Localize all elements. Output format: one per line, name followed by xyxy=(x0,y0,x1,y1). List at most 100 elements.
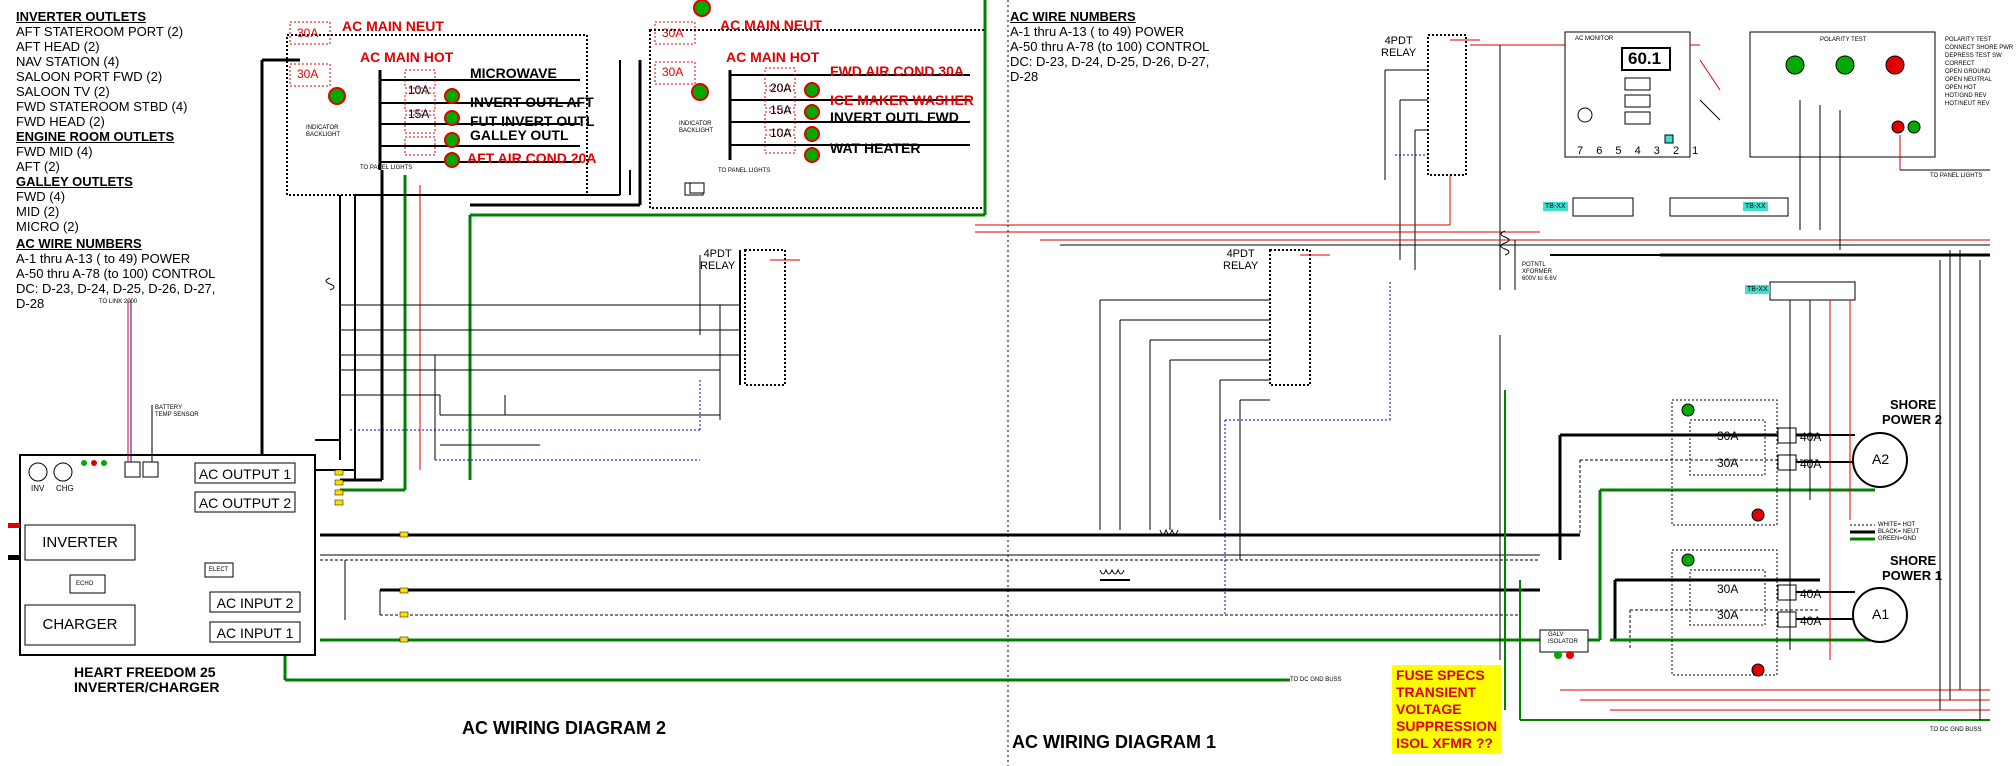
left-legend: INVERTER OUTLETS AFT STATEROOM PORT (2) … xyxy=(16,9,215,311)
list-item: MID (2) xyxy=(16,204,60,219)
panel2-breaker-neut: 30A xyxy=(297,26,319,40)
list-item: FWD HEAD (2) xyxy=(16,114,105,129)
terminal-number: 1 xyxy=(1692,145,1704,157)
breaker-30a: 30A xyxy=(1717,582,1739,596)
panel2-main-hot: AC MAIN HOT xyxy=(360,49,454,65)
breaker-30a: 30A xyxy=(1717,608,1739,622)
breaker-40a: 40A xyxy=(1800,430,1822,444)
list-item: D-28 xyxy=(16,296,45,311)
panel1-breaker-neut: 30A xyxy=(662,26,684,40)
note-line: VOLTAGE xyxy=(1396,701,1462,717)
fuse-specs-note: FUSE SPECS TRANSIENT VOLTAGE SUPPRESSION… xyxy=(1392,665,1502,754)
galv-isolator-label: GALV ISOLATOR xyxy=(1548,632,1578,645)
polarity-legend: POLARITY TEST CONNECT SHORE PWR DEPRESS … xyxy=(1945,36,2013,108)
panel2-panel-lights: TO PANEL LIGHTS xyxy=(360,165,413,171)
panel2-load-label: AFT AIR COND 20A xyxy=(467,150,597,166)
terminal-number: 3 xyxy=(1653,145,1665,157)
to-dc-gnd-label: TO DC GND BUSS xyxy=(1290,677,1342,683)
terminal-number: 6 xyxy=(1596,145,1608,157)
panel1-indicator: INDICATOR BACKLIGHT xyxy=(679,121,714,134)
potential-transformer xyxy=(1500,230,1516,290)
list-item: OPEN NEUTRAL xyxy=(1945,77,1992,83)
tb-label: TB-XX xyxy=(1743,202,1768,211)
list-item: AFT HEAD (2) xyxy=(16,39,100,54)
shore-power-2-line1: SHORE xyxy=(1890,397,1937,412)
list-item: FWD STATEROOM STBD (4) xyxy=(16,99,188,114)
tb-label: TB-XX xyxy=(1543,202,1568,211)
terminal-number: 5 xyxy=(1615,145,1627,157)
ac-input-1: AC INPUT 1 xyxy=(216,625,294,641)
list-item: OPEN HOT xyxy=(1945,85,1977,91)
panel1-load-rating: 15A xyxy=(770,103,792,117)
panel1-load-label: FWD AIR COND 30A xyxy=(830,63,965,79)
middle-relay-label: 4PDT RELAY xyxy=(1223,248,1259,272)
diagram-title-1: AC WIRING DIAGRAM 1 xyxy=(1012,732,1216,752)
panel2-load-label: GALLEY OUTL xyxy=(470,127,569,143)
panel1-main-neut: AC MAIN NEUT xyxy=(720,17,822,33)
ac-monitor-terminals: 7 6 5 4 3 2 1 xyxy=(1577,146,1703,157)
to-dc-gnd-label-right: TO DC GND BUSS xyxy=(1930,727,1982,733)
ac-monitor-graphic xyxy=(1564,31,1721,158)
list-item: MICRO (2) xyxy=(16,219,79,234)
list-item: SALOON PORT FWD (2) xyxy=(16,69,163,84)
wire-numbers-header: AC WIRE NUMBERS xyxy=(1010,9,1136,24)
panel2-load-rating: 10A xyxy=(408,83,430,97)
echo-label: ECHO xyxy=(76,581,94,587)
panel1-load-label: WAT HEATER xyxy=(830,140,921,156)
shore-power-1-line2: POWER 1 xyxy=(1882,568,1942,583)
list-item: DC: D-23, D-24, D-25, D-26, D-27, xyxy=(1010,54,1210,69)
inverter-label: INVERTER xyxy=(42,534,118,551)
breaker-40a: 40A xyxy=(1800,587,1822,601)
inverter-charger-graphic xyxy=(8,300,409,656)
diagram-title-2: AC WIRING DIAGRAM 2 xyxy=(462,718,666,738)
list-item: A-1 thru A-13 ( to 49) POWER xyxy=(1010,24,1185,39)
note-line: TRANSIENT xyxy=(1396,684,1477,700)
panel1-breaker-hot: 30A xyxy=(662,65,684,79)
panel2-load-label: MICROWAVE xyxy=(470,65,557,81)
battery-temp-label: BATTERY TEMP SENSOR xyxy=(155,405,199,418)
right-legend: AC WIRE NUMBERS A-1 thru A-13 ( to 49) P… xyxy=(1010,9,1209,84)
list-item: AFT STATEROOM PORT (2) xyxy=(16,24,184,39)
middle-relay-wiring xyxy=(1099,249,1391,615)
inverter-name-1: HEART FREEDOM 25 xyxy=(74,664,216,680)
list-item: DEPRESS TEST SW xyxy=(1945,53,2002,59)
engine-room-header: ENGINE ROOM OUTLETS xyxy=(16,129,175,144)
panel1-main-hot: AC MAIN HOT xyxy=(726,49,820,65)
note-line: FUSE SPECS xyxy=(1396,667,1485,683)
galley-header: GALLEY OUTLETS xyxy=(16,174,133,189)
to-link-label: TO LINK 2000 xyxy=(99,299,138,305)
note-line: ISOL XFMR ?? xyxy=(1396,735,1493,751)
ac-monitor-reading: 60.1 xyxy=(1628,49,1662,68)
note-line: SUPPRESSION xyxy=(1396,718,1498,734)
shore-power-2-line2: POWER 2 xyxy=(1882,412,1942,427)
breaker-40a: 40A xyxy=(1800,457,1822,471)
inverter-name-2: INVERTER/CHARGER xyxy=(74,679,220,695)
list-item: HOT/NEUT REV xyxy=(1945,101,1990,107)
panel2-load-rating: 15A xyxy=(408,107,430,121)
left-relay-wiring xyxy=(325,249,800,461)
potential-xformer-label: POTNTL XFORMER 600V to 6.6V xyxy=(1522,262,1557,282)
ac-output-2: AC OUTPUT 2 xyxy=(198,495,292,511)
panel1-load-label: ICE MAKER WASHER xyxy=(830,92,974,108)
list-item: D-28 xyxy=(1010,69,1039,84)
terminal-number: 2 xyxy=(1672,145,1685,157)
terminal-number: 4 xyxy=(1634,145,1646,157)
wire-legend-black: BLACK= NEUT xyxy=(1878,529,1920,535)
list-item: FWD (4) xyxy=(16,189,66,204)
bottom-transformer xyxy=(1099,528,1179,581)
panel2-main-neut: AC MAIN NEUT xyxy=(342,18,444,34)
list-item: NAV STATION (4) xyxy=(16,54,120,69)
breaker-30a: 30A xyxy=(1717,429,1739,443)
terminal-number: 7 xyxy=(1577,145,1589,157)
panel1-panel-lights: TO PANEL LIGHTS xyxy=(718,168,771,174)
wire-legend-green: GREEN=GND xyxy=(1878,536,1917,542)
list-item: DC: D-23, D-24, D-25, D-26, D-27, xyxy=(16,281,216,296)
polarity-test-graphic xyxy=(1749,31,1990,250)
panel1-load-label: INVERT OUTL FWD xyxy=(830,109,959,125)
to-panel-lights-right: TO PANEL LIGHTS xyxy=(1930,173,1983,179)
terminal-blocks xyxy=(689,182,1856,301)
shore-power-1-line1: SHORE xyxy=(1890,553,1937,568)
list-item: FWD MID (4) xyxy=(16,144,93,159)
left-relay-label: 4PDT RELAY xyxy=(700,248,736,272)
